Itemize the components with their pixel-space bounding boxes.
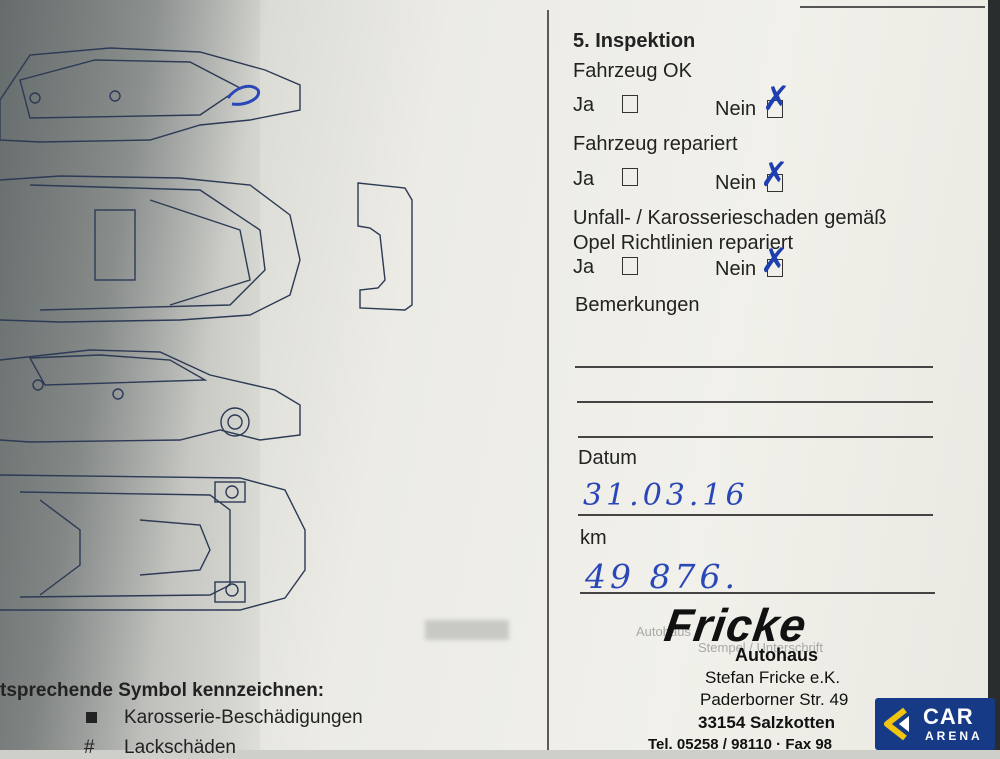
vehicle-ok-yes-label: Ja xyxy=(573,94,595,116)
remarks-line-1 xyxy=(575,366,933,368)
stamp-phone: Tel. 05258 / 98110 · Fax 98 xyxy=(648,736,833,753)
legend-item-body-damage: Karosserie-Beschädigungen xyxy=(124,707,363,728)
km-line xyxy=(580,592,935,594)
stamp-owner: Stefan Fricke e.K. xyxy=(705,668,841,687)
damage-repaired-label-line1: Unfall- / Karosserieschaden gemäß xyxy=(573,207,887,229)
vehicle-repaired-no-checkbox[interactable] xyxy=(767,174,783,192)
legend-hash-marker: # xyxy=(84,737,95,758)
vehicle-ok-no-checkbox[interactable] xyxy=(767,100,783,118)
damage-repaired-check-mark: ✗ xyxy=(760,241,789,281)
vehicle-ok-check-mark: ✗ xyxy=(762,79,791,119)
damage-repaired-label-line2: Opel Richtlinien repariert xyxy=(573,232,794,254)
legend-heading: tsprechende Symbol kennzeichnen: xyxy=(0,680,325,701)
dealer-stamp-logo: Fricke xyxy=(661,599,811,651)
legend-item-paint-damage: Lackschäden xyxy=(124,737,236,758)
faint-caption-1: Autohaus xyxy=(636,624,691,639)
watermark-car-text: CAR xyxy=(923,704,974,729)
vehicle-repaired-label: Fahrzeug repariert xyxy=(573,133,738,155)
vehicle-ok-label: Fahrzeug OK xyxy=(573,60,692,82)
date-label: Datum xyxy=(578,447,637,469)
damage-repaired-yes-label: Ja xyxy=(573,256,595,278)
remarks-line-2 xyxy=(577,401,933,403)
km-value: 49 876. xyxy=(585,557,739,596)
redacted-area xyxy=(425,620,509,640)
top-rule xyxy=(800,6,985,8)
vehicle-repaired-check-mark: ✗ xyxy=(760,155,789,195)
damage-repaired-no-label: Nein xyxy=(715,258,757,280)
stamp-city: 33154 Salzkotten xyxy=(698,713,836,732)
stamp-street: Paderborner Str. 49 xyxy=(700,690,849,709)
faint-caption-2: Stempel / Unterschrift xyxy=(698,640,823,655)
photo-shadow xyxy=(0,0,260,750)
car-arena-logo-icon xyxy=(884,707,909,741)
vehicle-damage-diagram xyxy=(0,47,413,611)
watermark-arena-text: ARENA xyxy=(925,729,983,743)
damage-repaired-yes-checkbox[interactable] xyxy=(622,257,638,275)
vehicle-repaired-yes-label: Ja xyxy=(573,168,595,190)
section-heading: 5. Inspektion xyxy=(573,30,696,52)
vehicle-repaired-no-label: Nein xyxy=(715,172,757,194)
vehicle-repaired-yes-checkbox[interactable] xyxy=(622,168,638,186)
legend-square-marker xyxy=(86,712,97,723)
car-arena-watermark: CAR ARENA xyxy=(875,698,995,750)
remarks-label: Bemerkungen xyxy=(575,294,700,316)
vehicle-ok-yes-checkbox[interactable] xyxy=(622,95,638,113)
stamp-subtitle: Autohaus xyxy=(735,645,818,665)
damage-repaired-no-checkbox[interactable] xyxy=(767,259,783,277)
page-divider xyxy=(547,10,549,750)
km-label: km xyxy=(580,527,607,549)
date-line xyxy=(578,514,933,516)
remarks-line-3 xyxy=(578,436,933,438)
date-value: 31.03.16 xyxy=(583,478,749,513)
vehicle-ok-no-label: Nein xyxy=(715,98,757,120)
photo-edge xyxy=(988,0,1000,750)
